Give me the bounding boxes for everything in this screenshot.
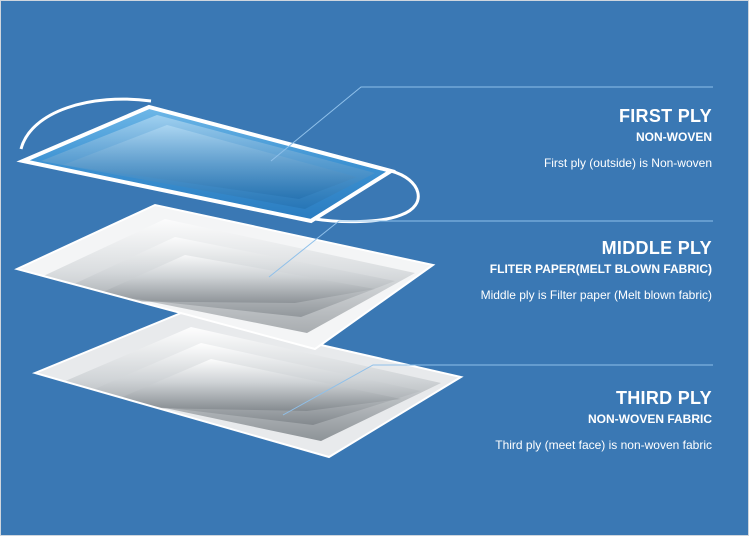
third-ply-label: THIRD PLY NON-WOVEN FABRIC Third ply (me…: [495, 387, 712, 453]
middle-ply-label: MIDDLE PLY FLITER PAPER(MELT BLOWN FABRI…: [481, 237, 712, 303]
middle-ply-description: Middle ply is Filter paper (Melt blown f…: [480, 288, 712, 302]
middle-ply-subtitle: FLITER PAPER(MELT BLOWN FABRIC): [489, 262, 712, 276]
leader-lines: [268, 86, 713, 416]
middle-ply-layer: [14, 203, 436, 351]
third-ply-title: THIRD PLY: [615, 388, 712, 408]
third-ply-layer: [31, 311, 464, 459]
first-ply-subtitle: NON-WOVEN: [636, 130, 712, 144]
first-ply-description: First ply (outside) is Non-woven: [543, 156, 712, 170]
middle-ply-leader: [268, 220, 713, 278]
first-ply-layer: [16, 97, 420, 224]
first-ply-leader: [270, 86, 713, 162]
third-ply-subtitle: NON-WOVEN FABRIC: [588, 412, 712, 426]
third-ply-leader: [282, 364, 713, 416]
third-ply-description: Third ply (meet face) is non-woven fabri…: [495, 438, 712, 452]
first-ply-label: FIRST PLY NON-WOVEN First ply (outside) …: [544, 105, 712, 171]
middle-ply-title: MIDDLE PLY: [601, 238, 712, 258]
first-ply-title: FIRST PLY: [618, 106, 712, 126]
